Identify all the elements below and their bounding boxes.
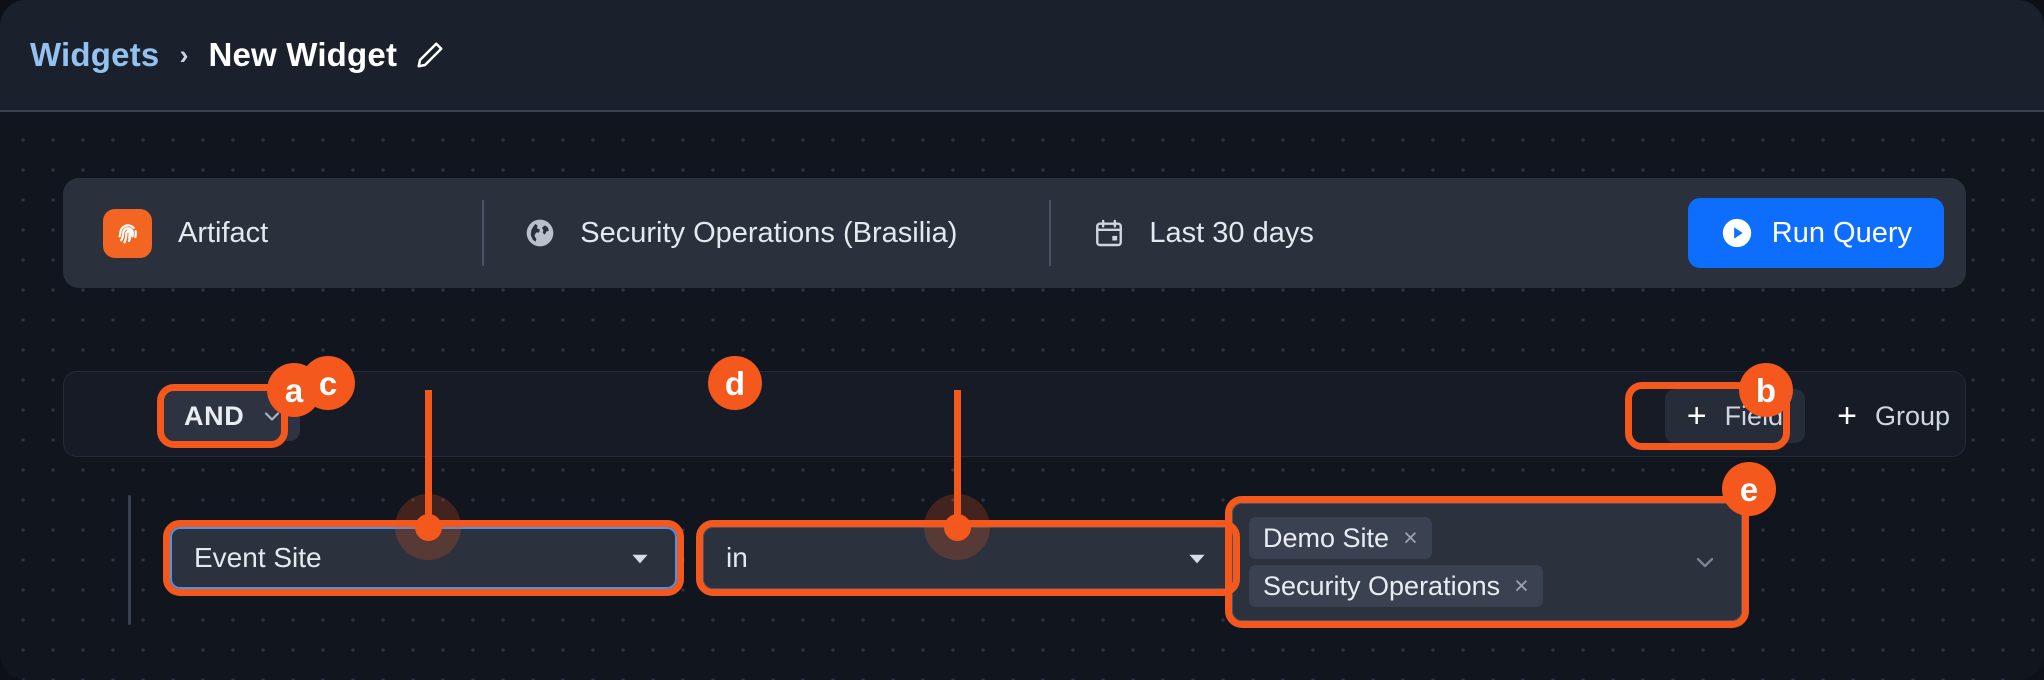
filter-group-panel [63,371,1966,457]
page-header: Widgets › New Widget [0,0,2044,112]
query-source-toolbar: Artifact Security Operations (Brasilia) [63,178,1966,288]
run-query-button[interactable]: Run Query [1687,198,1944,268]
breadcrumb: Widgets › New Widget [30,36,445,74]
close-icon[interactable]: × [1403,523,1418,552]
scope-selector[interactable]: Security Operations (Brasilia) [484,178,957,288]
caret-down-icon [627,545,653,571]
date-range-selector[interactable]: Last 30 days [1051,178,1314,288]
add-controls: + Field + Group [1664,389,1972,443]
value-chip-label: Security Operations [1263,570,1501,601]
add-group-button[interactable]: + Group [1815,389,1972,443]
group-indent-guide [128,495,131,625]
date-range-label: Last 30 days [1149,216,1314,249]
toolbar-divider-2 [1049,200,1052,266]
value-chip[interactable]: Demo Site × [1249,517,1432,559]
condition-field-select[interactable]: Event Site [170,527,677,589]
page-title: New Widget [208,36,398,73]
calendar-icon [1093,217,1125,249]
breadcrumb-link-widgets[interactable]: Widgets [30,36,160,73]
chevron-down-icon [260,404,284,428]
artifact-label: Artifact [178,216,269,249]
condition-operator-select[interactable]: in [703,527,1233,589]
run-query-label: Run Query [1771,216,1912,249]
artifact-selector[interactable]: Artifact [63,178,268,288]
add-field-label: Field [1724,400,1784,431]
logic-operator-label: AND [184,400,245,431]
pencil-icon[interactable] [415,40,445,70]
caret-down-icon [1184,545,1210,571]
breadcrumb-separator-icon: › [179,39,189,70]
condition-operator-value: in [726,542,748,573]
chevron-down-icon [1691,548,1719,576]
add-group-label: Group [1874,400,1950,431]
fingerprint-icon [103,208,152,258]
globe-icon [524,217,556,249]
scope-label: Security Operations (Brasilia) [580,216,958,249]
toolbar-divider-1 [482,200,485,266]
condition-field-value: Event Site [194,542,322,573]
close-icon[interactable]: × [1514,571,1529,600]
add-field-button[interactable]: + Field [1664,389,1806,443]
value-chip[interactable]: Security Operations × [1249,565,1543,607]
play-circle-icon [1720,216,1754,250]
value-chip-label: Demo Site [1263,522,1390,553]
condition-value-multiselect[interactable]: Demo Site × Security Operations × [1232,503,1742,621]
logic-operator-dropdown[interactable]: AND [164,391,301,441]
plus-icon: + [1686,397,1707,435]
plus-icon: + [1837,397,1857,435]
